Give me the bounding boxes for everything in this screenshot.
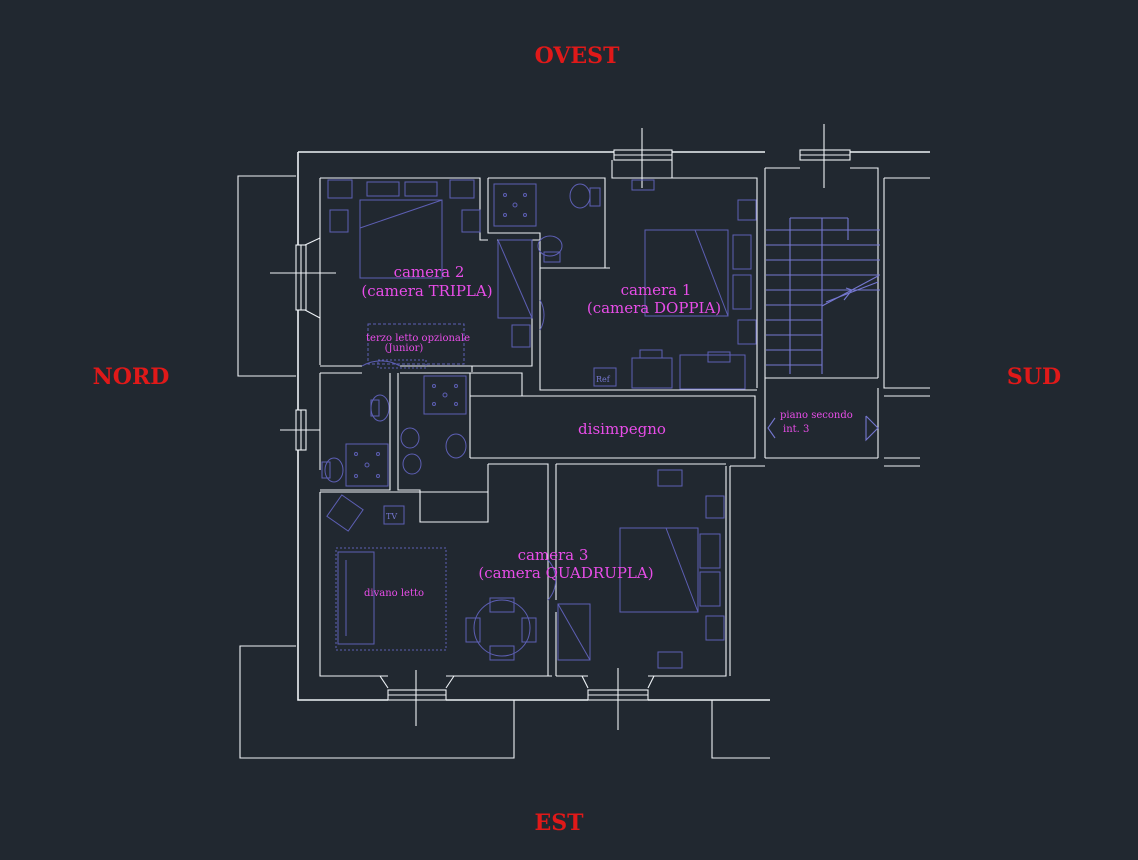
tv-symbol: TV (386, 512, 397, 521)
balconies (237, 175, 770, 759)
third-bed-sub-note: (Junior) (385, 343, 424, 354)
unit-note: int. 3 (783, 424, 809, 435)
bathroom-left (321, 375, 467, 487)
windows (270, 124, 851, 730)
compass-north-label: NORD (93, 364, 170, 390)
compass-south-label: SUD (1007, 364, 1061, 390)
fridge-symbol: Ref (596, 375, 611, 384)
hallway-name: disimpegno (578, 420, 666, 438)
sofa-bed-note: divano letto (364, 588, 424, 599)
doors (361, 299, 557, 601)
third-bed-note: terzo letto opzionale (366, 333, 470, 344)
bathroom-top (493, 183, 601, 263)
camera-2-name: camera 2 (394, 263, 465, 281)
camera-2-type: (camera TRIPLA) (361, 282, 492, 300)
camera-3-name: camera 3 (518, 546, 589, 564)
exterior-walls (297, 151, 930, 701)
camera-1-type: (camera DOPPIA) (587, 299, 721, 317)
compass-west-label: OVEST (535, 43, 621, 69)
stairwell (729, 167, 930, 676)
compass-east-label: EST (534, 810, 584, 836)
floor-note: piano secondo (780, 410, 853, 421)
interior-walls (319, 177, 757, 676)
furniture-camera-2 (327, 179, 533, 369)
furniture-camera-1: Ref (593, 179, 757, 390)
camera-1-name: camera 1 (621, 281, 692, 299)
furniture-camera-3: TV (326, 469, 725, 669)
camera-3-type: (camera QUADRUPLA) (478, 564, 653, 582)
